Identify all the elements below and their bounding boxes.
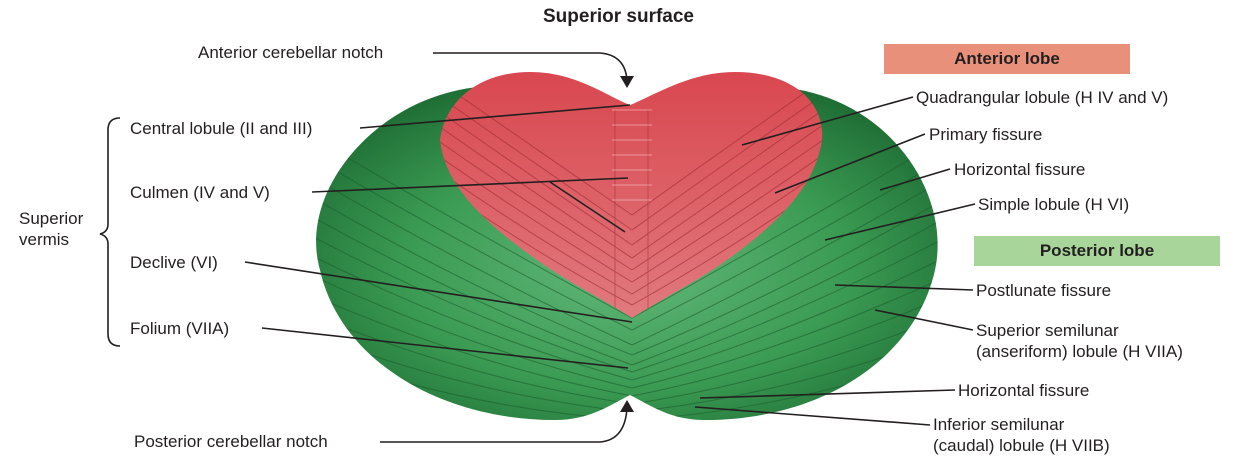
posterior-lobe-legend: Posterior lobe [974, 236, 1220, 266]
culmen-label: Culmen (IV and V) [130, 183, 270, 202]
postlunate-fissure-label: Postlunate fissure [976, 281, 1112, 300]
inferior-semilunar-label-line1: Inferior semilunar [933, 415, 1065, 434]
leader-lines-right [694, 96, 976, 426]
anterior-lobe-region [440, 72, 823, 318]
horizontal-fissure-bottom-label: Horizontal fissure [958, 381, 1090, 400]
folium-label: Folium (VIIA) [130, 319, 230, 338]
anterior-notch-label: Anterior cerebellar notch [198, 43, 384, 62]
central-lobule-label: Central lobule (II and III) [130, 119, 313, 138]
declive-label: Declive (VI) [130, 253, 218, 272]
inferior-semilunar-label-line2: (caudal) lobule (H VIIB) [933, 436, 1110, 455]
superior-vermis-label-line1: Superior [19, 209, 84, 228]
quadrangular-lobule-label: Quadrangular lobule (H IV and V) [916, 88, 1169, 107]
superior-semilunar-label-line1: Superior semilunar [976, 321, 1119, 340]
superior-semilunar-label-line2: (anseriform) lobule (H VIIA) [976, 342, 1183, 361]
vermis-midline [612, 109, 652, 201]
leader-lines-left [244, 104, 633, 369]
diagram-title: Superior surface [543, 6, 694, 27]
primary-fissure-label: Primary fissure [929, 125, 1043, 144]
horizontal-fissure-top-label: Horizontal fissure [954, 160, 1086, 179]
anterior-notch-arrow [433, 52, 634, 88]
anterior-lobe-legend: Anterior lobe [884, 44, 1130, 74]
simple-lobule-label: Simple lobule (H VI) [978, 195, 1130, 214]
superior-vermis-label-line2: vermis [19, 230, 70, 249]
posterior-notch-label: Posterior cerebellar notch [134, 432, 328, 451]
vermis-bracket [99, 117, 121, 347]
posterior-notch-arrow [380, 400, 634, 443]
